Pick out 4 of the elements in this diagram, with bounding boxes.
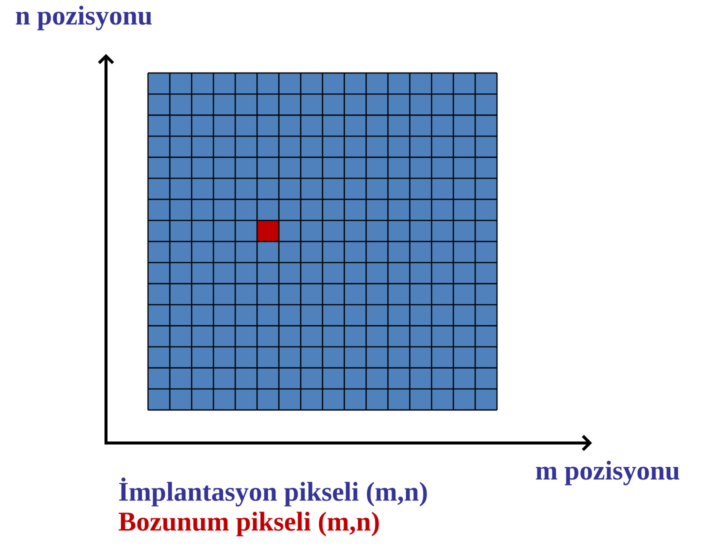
legend-text: Bozunum pikseli (m,n) (118, 512, 379, 536)
axis-label: n pozisyonu (16, 6, 152, 30)
axis-label: m pozisyonu (536, 460, 680, 486)
legend-text: İmplantasyon pikseli (m,n) (119, 478, 427, 506)
